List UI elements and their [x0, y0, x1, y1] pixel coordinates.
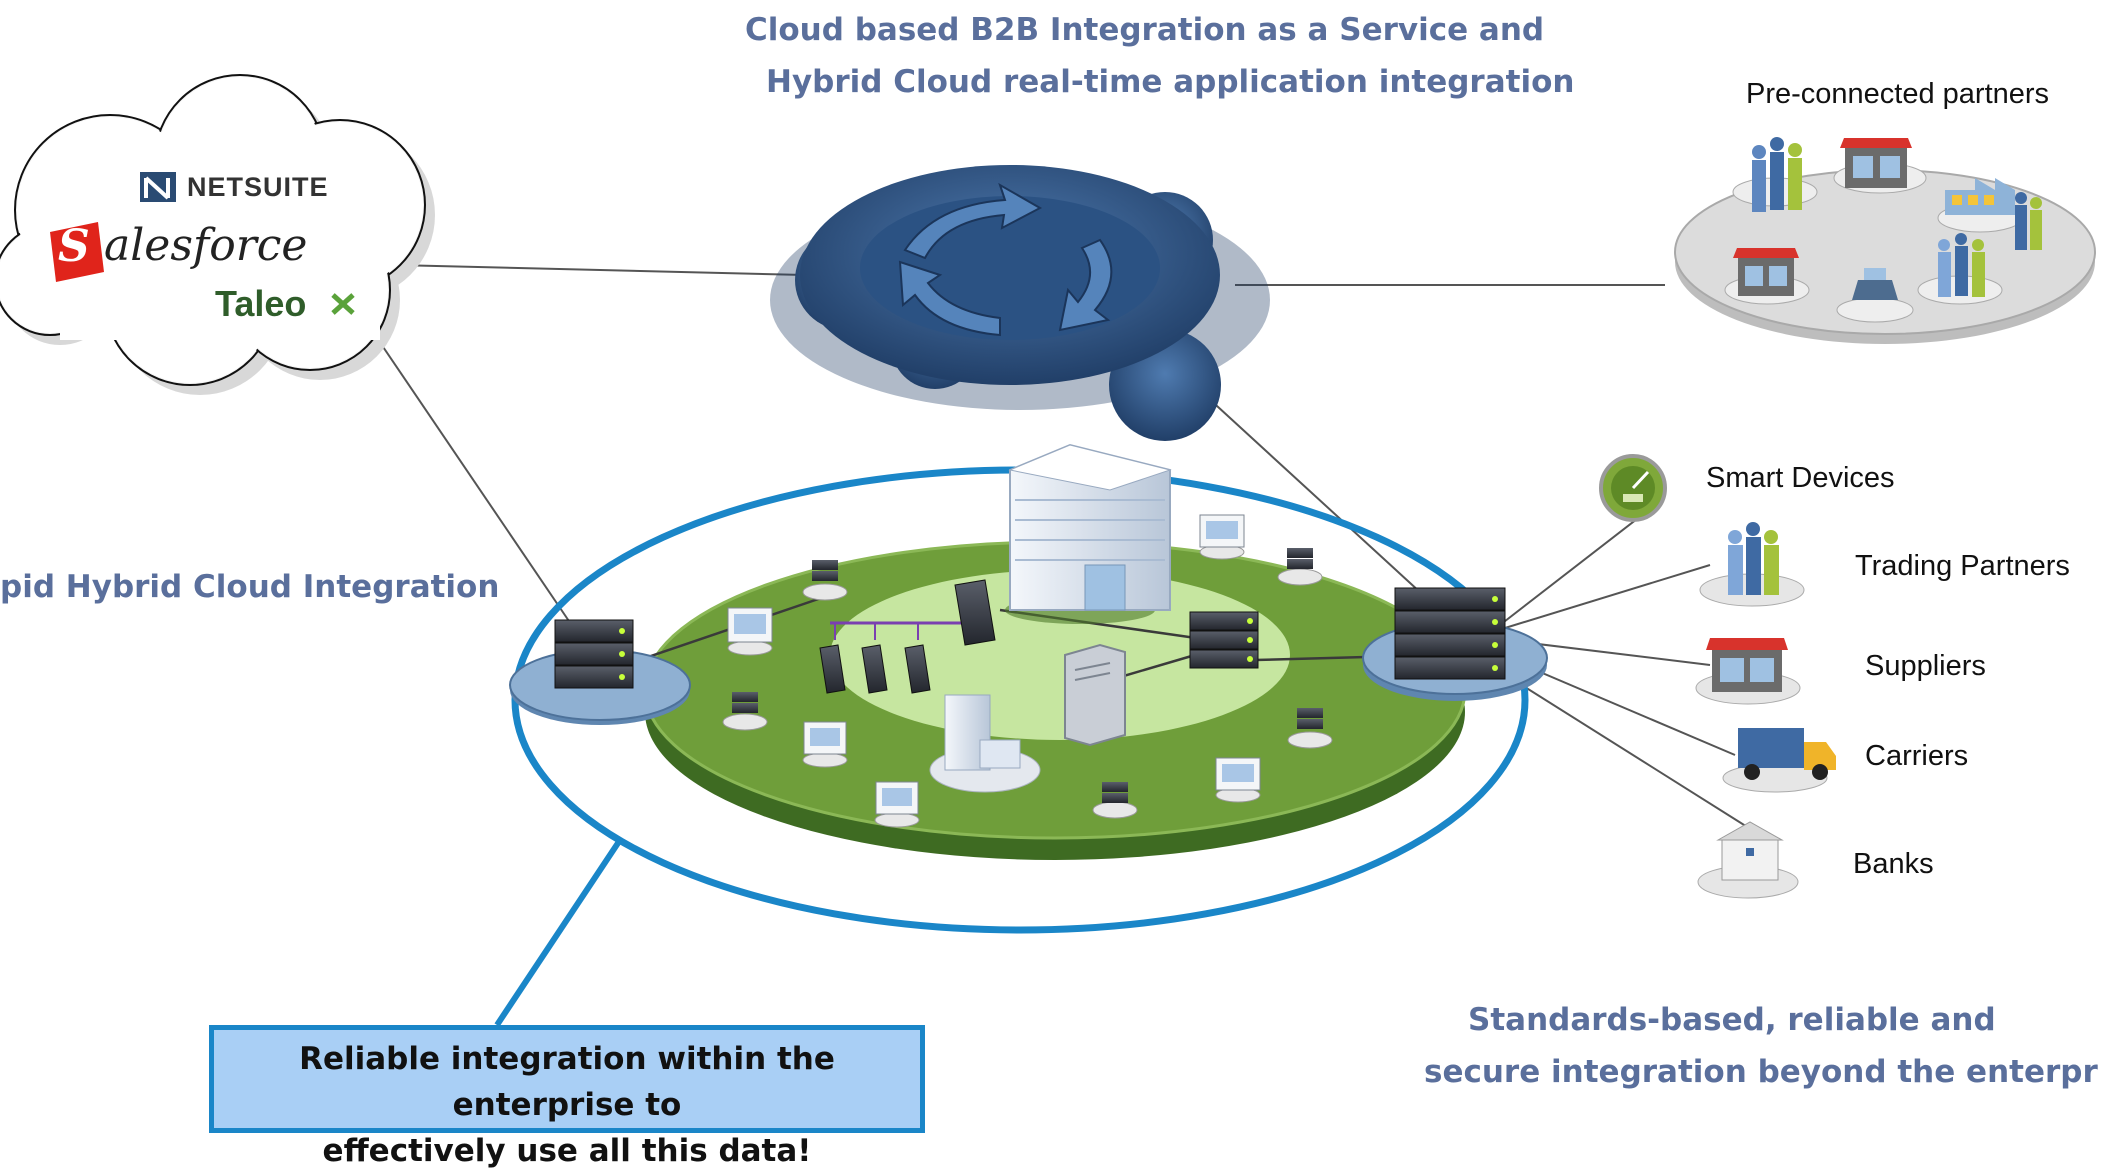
heading-hybrid-cloud: pid Hybrid Cloud Integration	[0, 569, 500, 605]
pre-connected-partners-label: Pre-connected partners	[1746, 78, 2050, 110]
trading-partners-icon	[1699, 522, 1805, 607]
branch-building-icon	[929, 694, 1041, 793]
suppliers-store-icon	[1695, 638, 1801, 705]
netsuite-logo-icon	[140, 172, 176, 202]
people-icon	[1732, 137, 1818, 212]
store-icon	[1724, 248, 1810, 305]
small-server-icon	[1277, 548, 1323, 586]
heading-cloud-b2b-line2: Hybrid Cloud real-time application integ…	[766, 64, 1575, 100]
connector-lines	[374, 264, 1761, 836]
small-server-icon	[722, 692, 768, 731]
register-icon	[1836, 268, 1914, 323]
cycle-arrows-icon	[898, 182, 1113, 337]
workstation-icon	[1215, 757, 1261, 803]
partners-disc	[1674, 137, 2096, 344]
salesforce-label: alesforce	[104, 220, 308, 271]
gateway-server-left	[509, 619, 691, 725]
workstation-icon	[1199, 514, 1245, 560]
taleo-logo-icon	[331, 293, 355, 315]
workstations	[727, 514, 1261, 828]
bank-icon	[1697, 821, 1799, 899]
saas-cloud	[0, 74, 435, 395]
callout-line2: effectively use all this data!	[322, 1133, 812, 1169]
bus-connectors	[834, 623, 919, 640]
small-server-icon	[1092, 782, 1138, 819]
workstation-icon	[802, 721, 848, 768]
factory-icon	[1937, 178, 2023, 233]
headquarters-building-icon	[1005, 443, 1172, 624]
workstation-icon	[874, 781, 920, 828]
people-icon	[1917, 233, 2003, 305]
heading-standards-line2: secure integration beyond the enterpr	[1424, 1054, 2098, 1090]
rack-server-icon	[1189, 611, 1259, 669]
netsuite-label: NETSUITE	[187, 172, 329, 202]
callout-box: Reliable integration within the enterpri…	[209, 1025, 925, 1169]
blade-servers-icon	[819, 579, 996, 694]
integration-hub	[770, 165, 1270, 441]
small-server-icon	[802, 560, 848, 601]
integration-diagram	[0, 74, 2096, 1027]
heading-standards-line1: Standards-based, reliable and	[1468, 1002, 1996, 1038]
salesforce-initial: S	[58, 221, 90, 272]
endpoint-label-trading-partners: Trading Partners	[1855, 550, 2070, 582]
people-icon	[2015, 192, 2042, 250]
endpoint-label-banks: Banks	[1853, 848, 1934, 880]
gateway-server-right	[1362, 587, 1548, 701]
endpoint-label-smart-devices: Smart Devices	[1706, 462, 1895, 494]
heading-cloud-b2b-line1: Cloud based B2B Integration as a Service…	[745, 12, 1545, 48]
tower-server-icon	[1064, 643, 1126, 747]
workstation-icon	[727, 607, 773, 656]
taleo-label: Taleo	[215, 283, 307, 324]
callout-line1: Reliable integration within the enterpri…	[299, 1041, 835, 1123]
small-servers	[722, 548, 1333, 819]
small-server-icon	[1287, 708, 1333, 749]
gauge-icon	[1599, 454, 1667, 522]
carriers-truck-icon	[1722, 728, 1836, 793]
endpoint-label-carriers: Carriers	[1865, 740, 1969, 772]
store-icon	[1833, 138, 1927, 194]
salesforce-logo-icon	[50, 222, 104, 282]
endpoint-label-suppliers: Suppliers	[1865, 650, 1986, 682]
